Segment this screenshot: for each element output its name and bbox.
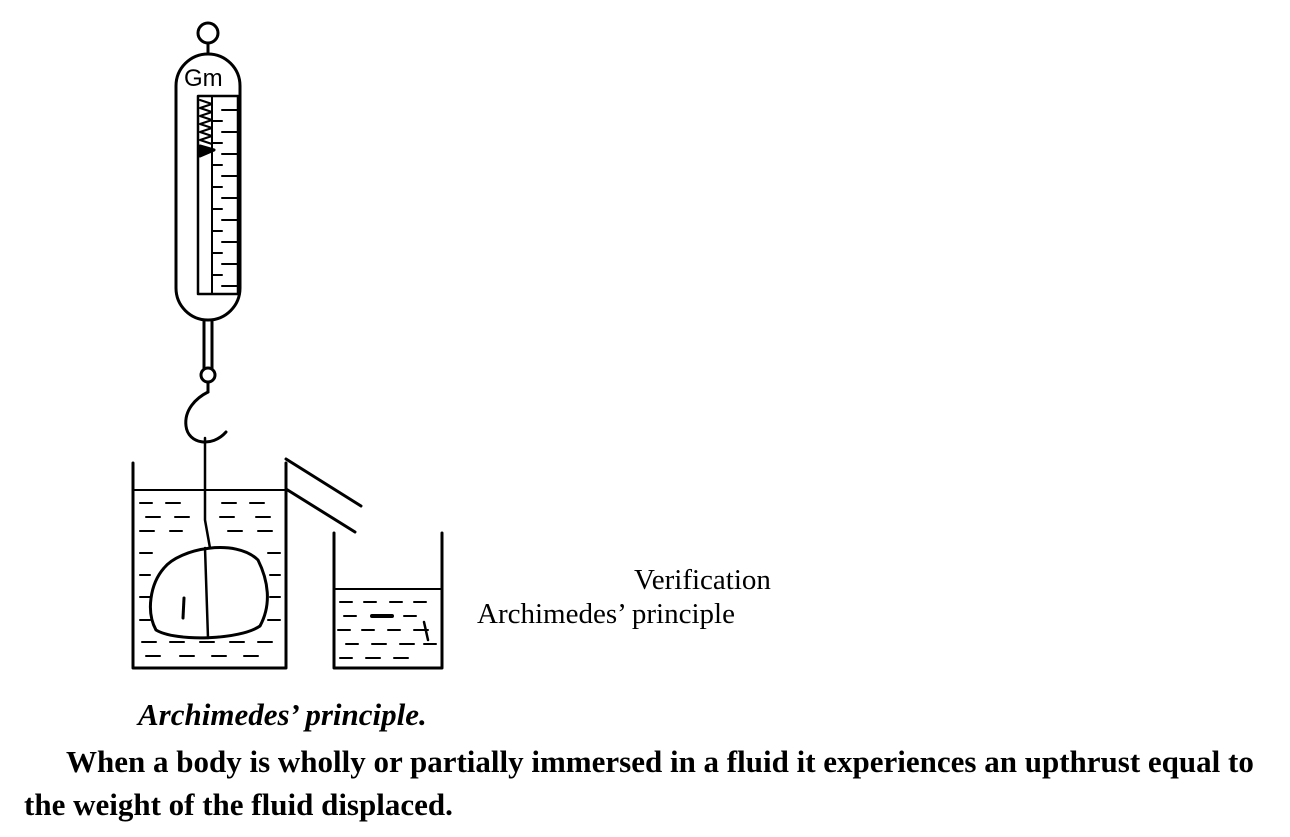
diagram-label-verification: Verification [634, 564, 771, 596]
displaced-water [337, 601, 437, 659]
overflow-can-walls [131, 461, 288, 670]
immersed-body [149, 546, 269, 640]
balance-hook [184, 390, 228, 444]
overflow-spout [284, 457, 363, 534]
balance-spring [199, 99, 213, 145]
diagram-label-principle: Archimedes’ principle [477, 598, 735, 630]
balance-pointer [198, 144, 216, 158]
catch-bucket [332, 531, 444, 670]
balance-ticks [211, 109, 239, 287]
caption-title: Archimedes’ principle. [138, 697, 427, 732]
balance-casing [174, 52, 242, 322]
caption-text: When a body is wholly or partially immer… [24, 744, 1254, 822]
balance-scale [196, 94, 240, 296]
balance-unit-label: Gm [184, 65, 223, 92]
balance-bottom-ring [199, 366, 217, 384]
balance-top-ring [196, 21, 220, 45]
overflow-water [139, 502, 281, 657]
catch-bucket-walls [332, 531, 444, 670]
spring-balance: Gm [174, 21, 242, 444]
archimedes-apparatus-diagram: Gm [131, 21, 444, 670]
overflow-can [131, 457, 363, 670]
